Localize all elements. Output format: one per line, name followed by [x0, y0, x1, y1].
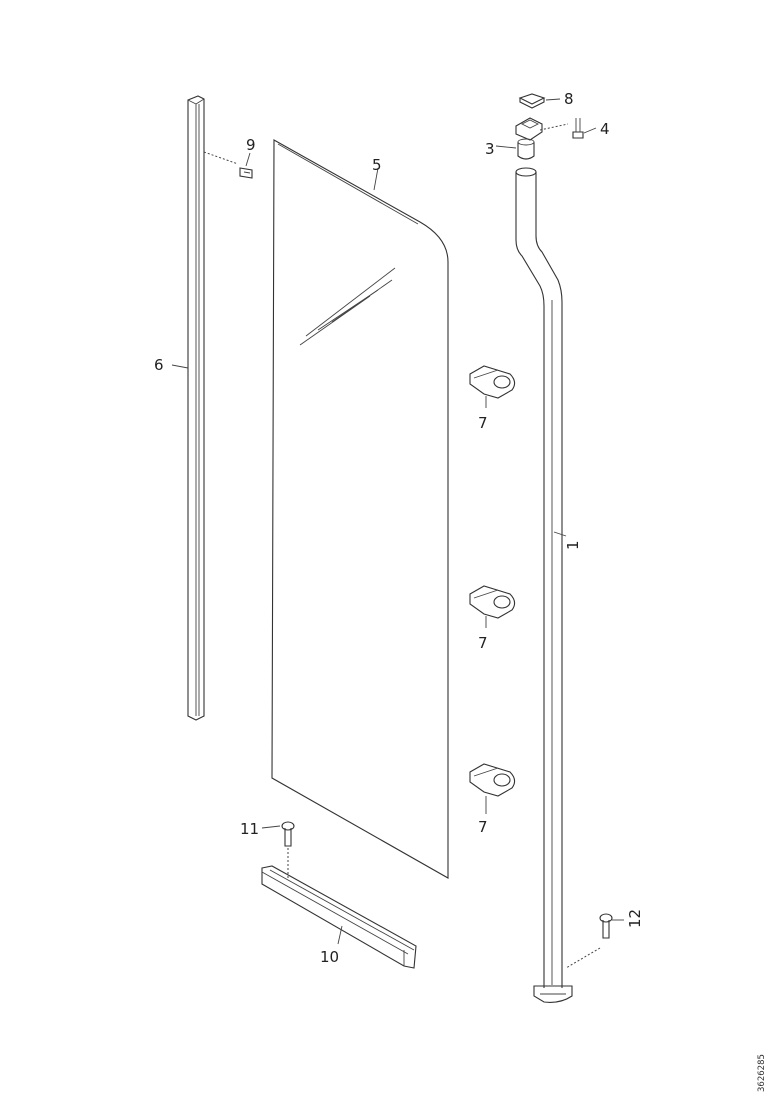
callout-7b: 7 — [478, 634, 488, 652]
callout-7a: 7 — [478, 414, 488, 432]
callout-12: 12 — [626, 909, 644, 928]
drawing-code: 3626285 — [757, 1054, 767, 1092]
screw-rail — [281, 821, 295, 880]
callout-9: 9 — [246, 136, 256, 154]
callout-4: 4 — [600, 120, 610, 138]
callout-3: 3 — [485, 140, 495, 158]
glass-clamp-3 — [469, 763, 516, 797]
callout-labels: 1 3 4 5 6 7 7 7 8 9 10 11 12 — [154, 90, 644, 966]
callout-11: 11 — [240, 820, 259, 838]
callout-10: 10 — [320, 948, 339, 966]
bent-tube — [515, 167, 573, 1003]
top-bracket-assembly — [515, 93, 546, 160]
screw-profile — [203, 151, 253, 179]
screw-bottom — [565, 913, 613, 969]
callout-1: 1 — [564, 540, 582, 550]
leader-lines — [171, 98, 624, 945]
glass-clamp-2 — [469, 585, 516, 619]
callout-5: 5 — [372, 156, 382, 174]
callout-6: 6 — [154, 356, 164, 374]
callout-7c: 7 — [478, 818, 488, 836]
glass-panel — [271, 139, 449, 879]
bottom-rail — [261, 865, 417, 969]
wall-profile — [187, 95, 205, 721]
screw-top — [539, 118, 584, 139]
callout-8: 8 — [564, 90, 574, 108]
glass-clamp-1 — [469, 365, 516, 399]
